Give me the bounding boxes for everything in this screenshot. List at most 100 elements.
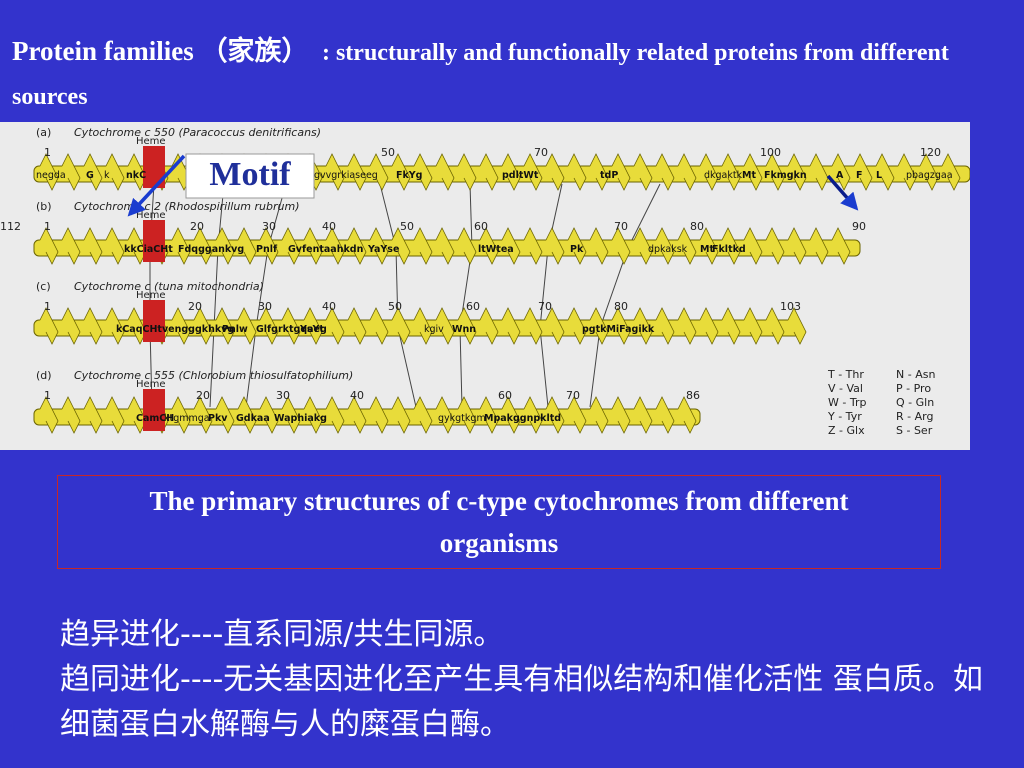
helix-loop — [83, 307, 103, 345]
helix-loop — [831, 227, 851, 265]
helix-loop — [413, 153, 433, 191]
helix-loop — [545, 153, 565, 191]
residue-number: 40 — [322, 220, 336, 233]
helix-loop — [325, 227, 345, 265]
helix-loop — [215, 307, 235, 345]
residue-number: 70 — [614, 220, 628, 233]
helix-loop — [479, 227, 499, 265]
helix-loop — [501, 153, 521, 191]
residue-number: 30 — [258, 300, 272, 313]
residue-number: 70 — [538, 300, 552, 313]
residue-number: 1 — [44, 146, 51, 159]
helix-loop — [567, 227, 587, 265]
motif-arrow-right — [826, 174, 859, 211]
heme-label: Heme — [136, 379, 166, 390]
helix-loop — [303, 227, 323, 265]
helix-loop — [369, 396, 389, 434]
sequence-segment: k — [104, 170, 110, 181]
homology-line-5 — [459, 183, 473, 408]
legend-entry: S - Ser — [896, 424, 933, 437]
helix-loop — [589, 227, 609, 265]
homology-line-6 — [539, 183, 563, 408]
residue-number: 90 — [852, 220, 866, 233]
helix-loop — [325, 396, 345, 434]
body-text: 趋异进化----直系同源/共生同源。 趋同进化----无关基因进化至产生具有相似… — [60, 612, 1000, 747]
helix-loop — [347, 227, 367, 265]
helix-loop — [457, 396, 477, 434]
sequence-segment: dkgaktk — [704, 170, 743, 181]
sequence-segment: Fdqggankvg — [178, 244, 244, 255]
legend-entry: Y - Tyr — [827, 410, 862, 423]
heme-label: Heme — [136, 290, 166, 301]
sequence-segment: G — [86, 170, 94, 181]
helix-loop — [787, 153, 807, 191]
homology-line-7 — [589, 183, 661, 408]
homology-line-1 — [149, 183, 155, 408]
helix-loop — [171, 396, 191, 434]
helix-loop — [611, 307, 631, 345]
helix-loop — [413, 396, 433, 434]
helix-loop — [545, 227, 565, 265]
residue-number: 103 — [780, 300, 801, 313]
heme-marker — [143, 220, 165, 262]
helix-loop — [435, 227, 455, 265]
helix-loop — [523, 153, 543, 191]
helix-loop — [567, 153, 587, 191]
legend-entry: Z - Glx — [828, 424, 865, 437]
heme-label: Heme — [136, 210, 166, 221]
helix-loop — [369, 153, 389, 191]
residue-number: 20 — [190, 220, 204, 233]
residue-number: 30 — [262, 220, 276, 233]
sequence-segment: F — [856, 170, 863, 181]
helix-loop — [171, 307, 191, 345]
helix-loop — [61, 307, 81, 345]
helix-loop — [501, 227, 521, 265]
residue-number: 50 — [388, 300, 402, 313]
sequence-segment: kgiv — [424, 324, 444, 335]
slide-title: Protein families （家族） : structurally and… — [12, 30, 1012, 118]
helix-loop — [545, 396, 565, 434]
helix-loop — [765, 307, 785, 345]
helix-loop — [193, 396, 213, 434]
heme-label: Heme — [136, 136, 166, 147]
body-line-divergent: 趋异进化----直系同源/共生同源。 — [60, 617, 504, 652]
helix-loop — [743, 227, 763, 265]
helix-loop — [721, 307, 741, 345]
helix-loop — [787, 307, 807, 345]
sequence-segment: CamCH — [136, 413, 174, 424]
homology-line-2 — [209, 183, 225, 408]
sequence-segment: Pnlf — [256, 244, 278, 255]
motif-label: Motif — [209, 156, 291, 193]
helix-loop — [193, 307, 213, 345]
residue-number: 60 — [466, 300, 480, 313]
residue-number: 20 — [188, 300, 202, 313]
sequence-segment: Gdkaa — [236, 413, 270, 424]
helix-loop — [479, 153, 499, 191]
helix-loop — [479, 307, 499, 345]
row-title: Cytochrome c 555 (Chlorobium thiosulfato… — [74, 369, 353, 382]
figure-caption: The primary structures of c-type cytochr… — [57, 475, 941, 569]
residue-number: 40 — [350, 389, 364, 402]
residue-number: 1 — [44, 300, 51, 313]
helix-loop — [325, 153, 345, 191]
helix-loop — [501, 307, 521, 345]
helix-loop — [347, 307, 367, 345]
helix-loop — [259, 307, 279, 345]
helix-loop — [589, 153, 609, 191]
sequence-segment: Gvfentaahkdn — [288, 244, 364, 255]
sequence-segment: kkCiaCHt — [124, 244, 173, 255]
helix-loop — [237, 227, 257, 265]
helix-loop — [435, 307, 455, 345]
helix-loop — [589, 396, 609, 434]
sequence-segment: Fkmgkn — [764, 170, 807, 181]
row-title: Cytochrome c 550 (Paracoccus denitrifica… — [74, 126, 321, 139]
helix-loop — [369, 227, 389, 265]
sequence-segment: pbagzgaa — [906, 170, 953, 181]
helix-loop — [611, 227, 631, 265]
helix-loop — [281, 307, 301, 345]
helix-loop — [787, 227, 807, 265]
helix-loop — [721, 153, 741, 191]
helix-loop — [699, 227, 719, 265]
helix-loop — [281, 396, 301, 434]
helix-loop — [567, 396, 587, 434]
